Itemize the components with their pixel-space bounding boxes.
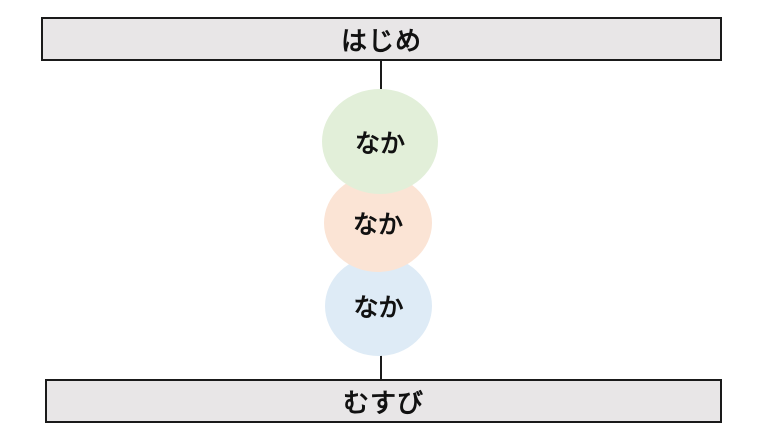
middle-circle-2-label: なか (352, 210, 403, 239)
top-box-label: はじめ (340, 26, 422, 57)
top-box-hajime: はじめ (41, 17, 722, 61)
connector-bottom-line (380, 354, 382, 379)
middle-circle-1: なか (322, 89, 438, 194)
connector-top-line (380, 61, 382, 91)
bottom-box-label: むすび (342, 388, 424, 419)
middle-circle-3-label: なか (353, 293, 404, 322)
middle-circle-3: なか (325, 256, 432, 356)
bottom-box-musubi: むすび (45, 379, 722, 423)
middle-circle-1-label: なか (354, 128, 405, 158)
